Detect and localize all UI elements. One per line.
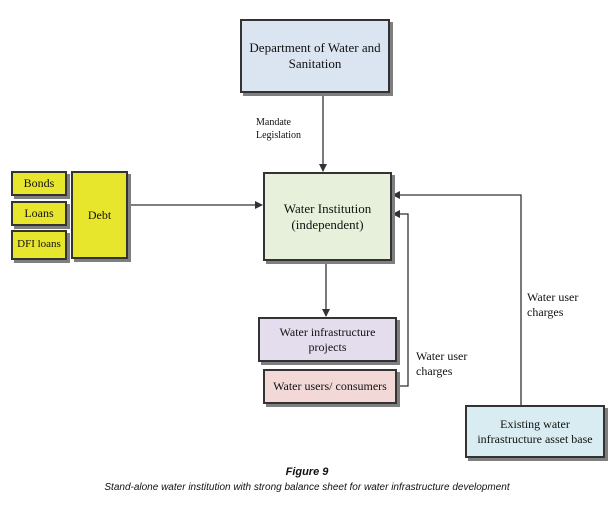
- bonds-node: Bonds: [11, 171, 67, 196]
- user-charges-label-mid: Water user charges: [416, 349, 468, 378]
- dws-node: Department of Water and Sanitation: [240, 19, 390, 93]
- dfi-loans-node: DFI loans: [11, 230, 67, 260]
- user-charges-label-right: Water user charges: [527, 290, 579, 319]
- arrow-users-to-institution: [392, 210, 409, 387]
- debt-node: Debt: [71, 171, 128, 259]
- infrastructure-projects-node: Water infrastructure projects: [258, 317, 397, 362]
- loans-node: Loans: [11, 201, 67, 226]
- mandate-legislation-label: Mandate Legislation: [256, 117, 301, 141]
- existing-asset-base-node: Existing water infrastructure asset base: [465, 405, 605, 458]
- arrow-assets-to-institution: [392, 191, 522, 405]
- figure-caption: Stand-alone water institution with stron…: [104, 482, 510, 493]
- water-institution-node: Water Institution (independent): [263, 172, 392, 261]
- figure-title: Figure 9: [285, 466, 329, 478]
- water-users-node: Water users/ consumers: [263, 369, 397, 404]
